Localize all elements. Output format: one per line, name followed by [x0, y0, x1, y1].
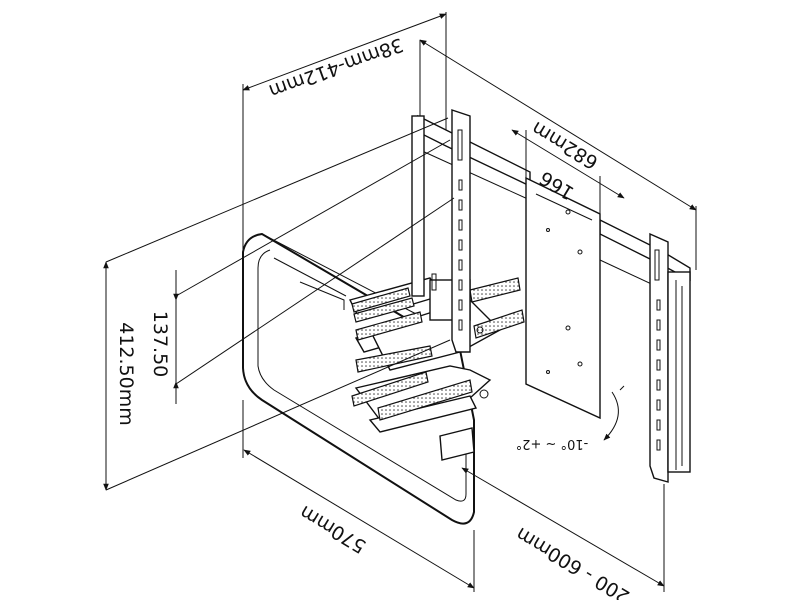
dimension-lines — [103, 12, 697, 592]
right-bar-slots — [656, 299, 661, 451]
swing-arms — [348, 273, 525, 461]
dim-arm-range: 200 - 600mm — [512, 523, 633, 600]
dim-tilt-range: -10° ~ +2° — [516, 436, 589, 451]
dim-wall-width: 570mm — [296, 501, 370, 558]
dim-inner-height: 137.50 — [149, 311, 171, 377]
center-plate — [525, 176, 601, 420]
dim-vesa-spacing: 38mm-412mm — [266, 33, 406, 102]
dim-total-height: 412.50mm — [115, 322, 137, 426]
